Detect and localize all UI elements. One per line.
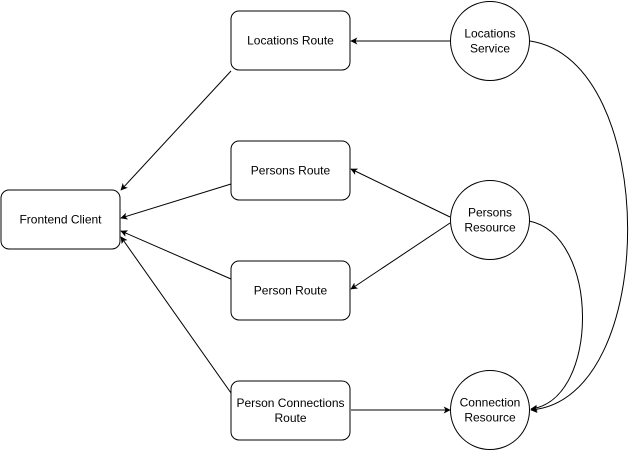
person-connections-route-label-line-2: Route <box>274 411 306 425</box>
node-connection-resource: Connection Resource <box>450 370 530 450</box>
frontend-client-label: Frontend Client <box>19 213 102 227</box>
locations-route-label: Locations Route <box>247 34 334 48</box>
node-person-route: Person Route <box>230 260 351 321</box>
person-route-label: Person Route <box>254 284 328 298</box>
edge-locations-route-to-frontend-client <box>120 70 232 191</box>
edge-persons-resource-to-persons-route <box>350 168 451 218</box>
locations-service-label-line-1: Locations <box>464 27 515 41</box>
node-persons-route: Persons Route <box>230 140 351 201</box>
persons-resource-label-line-2: Resource <box>464 221 516 235</box>
connection-resource-label-line-2: Resource <box>464 411 516 425</box>
edge-persons-route-to-frontend-client <box>120 183 232 220</box>
edge-persons-resource-to-connection-resource <box>528 220 583 412</box>
person-connections-route-box <box>230 380 351 441</box>
frontend-client-box <box>0 189 121 250</box>
node-locations-service: Locations Service <box>450 1 530 81</box>
edges <box>120 37 628 414</box>
person-connections-route-label-line-1: Person Connections <box>236 396 344 410</box>
persons-route-box <box>230 140 351 201</box>
locations-service-circle <box>450 1 530 81</box>
persons-resource-circle <box>450 180 530 260</box>
edge-persons-resource-to-person-route <box>350 222 451 290</box>
persons-route-label: Persons Route <box>251 164 331 178</box>
node-frontend-client: Frontend Client <box>0 189 121 250</box>
locations-route-box <box>230 10 351 71</box>
locations-service-label-line-2: Service <box>470 42 510 56</box>
person-route-box <box>230 260 351 321</box>
connection-resource-circle <box>450 370 530 450</box>
persons-resource-label-line-1: Persons <box>468 206 512 220</box>
edge-person-route-to-frontend-client <box>120 230 232 280</box>
node-persons-resource: Persons Resource <box>450 180 530 260</box>
node-person-connections-route: Person Connections Route <box>230 380 351 441</box>
node-locations-route: Locations Route <box>230 10 351 71</box>
edge-person-connections-route-to-frontend-client <box>120 236 232 394</box>
connection-resource-label-line-1: Connection <box>460 396 521 410</box>
